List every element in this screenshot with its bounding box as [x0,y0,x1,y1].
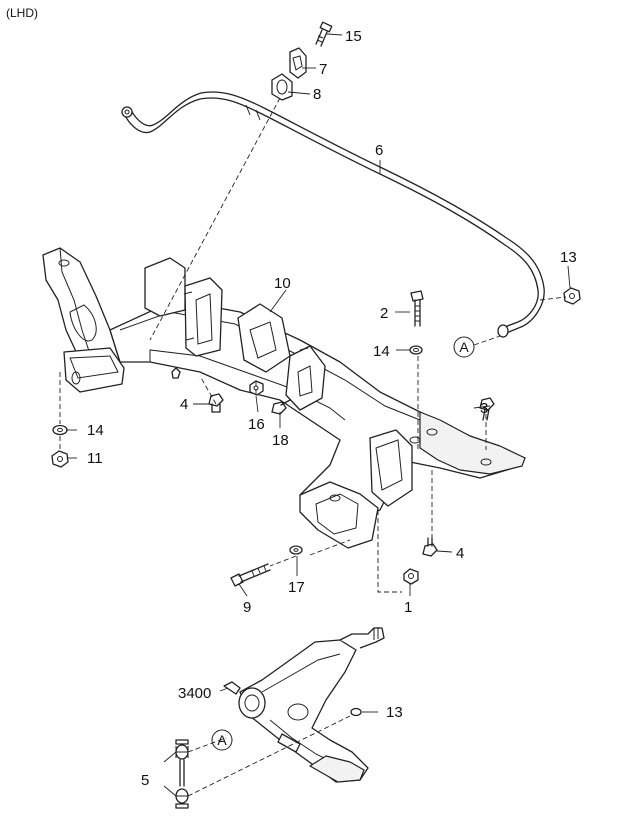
bolt-4-right [422,537,438,557]
variant-label: (LHD) [6,6,38,20]
callout-3400: 3400 [178,685,211,702]
nut-11 [51,450,69,468]
callout-5: 5 [141,772,149,789]
leader-lines [66,33,571,797]
callout-18: 18 [272,432,289,449]
nut-1 [403,568,419,585]
stabilizer-bar-6 [121,91,545,338]
nut-13-upper [563,287,581,305]
callout-13-upper: 13 [560,249,577,266]
lower-control-arm [238,627,385,783]
callout-8: 8 [313,86,321,103]
nut-14-upper [409,345,423,355]
bolt-4-left [208,393,224,413]
callout-6: 6 [375,142,383,159]
part-3400-ref [223,681,241,695]
callout-14-left: 14 [87,422,104,439]
callouts: 15 7 8 6 13 10 2 14 3 4 16 18 14 11 4 17… [87,28,577,789]
ref-circle-a-lower: A [211,729,233,751]
callout-15: 15 [345,28,362,45]
bolt-18 [271,399,291,415]
callout-14-upper: 14 [373,343,390,360]
callout-4-right: 4 [456,545,464,562]
bolt-15 [315,21,333,47]
callout-11: 11 [87,450,103,467]
callout-2: 2 [380,305,388,322]
callout-10: 10 [274,275,291,292]
bracket-7 [289,47,307,79]
callout-7: 7 [319,61,327,78]
bolt-2 [410,290,424,327]
callout-13-lower: 13 [386,704,403,721]
callout-16: 16 [248,416,265,433]
nut-14-left [52,424,68,436]
svg-text:A: A [217,732,227,748]
callout-4-left: 4 [180,396,188,413]
stabilizer-link-5 [175,739,189,809]
nut-16 [249,380,264,396]
bolt-9 [230,563,271,587]
ref-circle-a-upper: A [453,335,501,358]
nut-13-lower [350,707,362,717]
crossmember-10 [42,247,526,549]
callout-3: 3 [480,400,488,417]
assembly-lines [59,97,567,797]
callout-1: 1 [404,599,412,616]
callout-9: 9 [243,599,251,616]
washer-17 [289,545,303,555]
bushing-8 [271,73,293,101]
svg-text:A: A [459,339,469,355]
callout-17: 17 [288,579,305,596]
